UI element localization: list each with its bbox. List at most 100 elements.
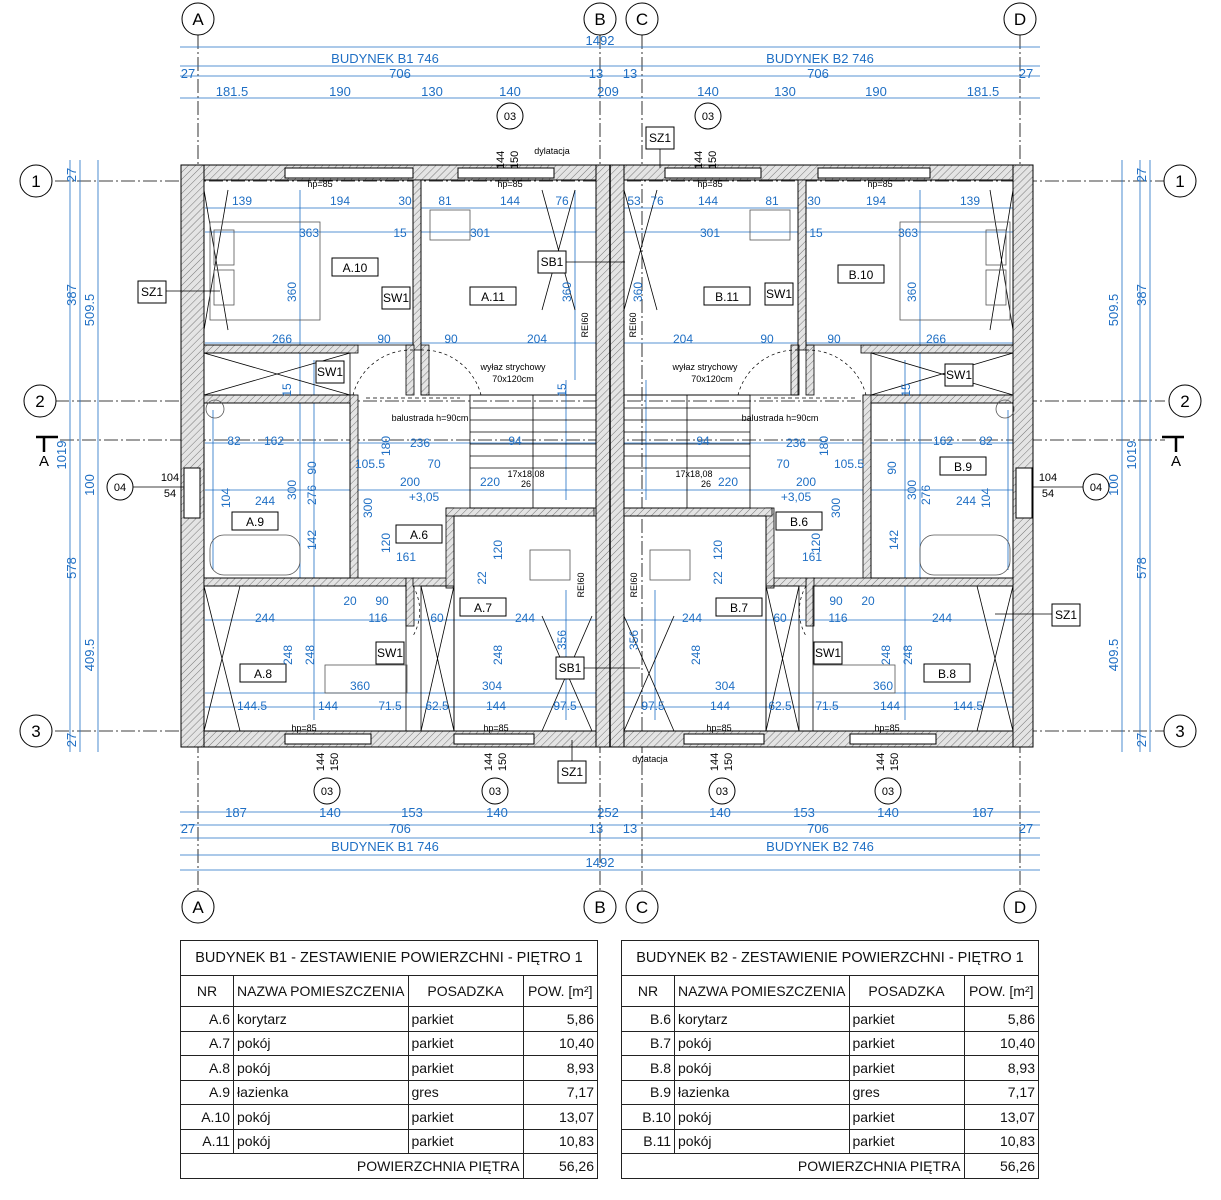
svg-text:248: 248 bbox=[689, 645, 703, 665]
svg-text:REI60: REI60 bbox=[628, 312, 638, 337]
cell-floor: parkiet bbox=[848, 1104, 965, 1130]
axis-label: B bbox=[594, 10, 605, 29]
svg-text:27: 27 bbox=[64, 168, 79, 182]
axis-bubble-d-bottom: D bbox=[1003, 890, 1037, 924]
svg-text:244: 244 bbox=[255, 611, 275, 625]
floor-plan: A B C D A B C D 1 2 3 1 2 3 A A bbox=[19, 2, 1202, 924]
svg-text:144: 144 bbox=[486, 699, 506, 713]
axis-label: 1 bbox=[1175, 172, 1184, 191]
section-marks: A A bbox=[36, 435, 1184, 470]
svg-text:A.11: A.11 bbox=[481, 290, 505, 304]
svg-text:356: 356 bbox=[627, 630, 641, 650]
svg-text:140: 140 bbox=[499, 84, 521, 99]
svg-text:53: 53 bbox=[627, 194, 641, 208]
svg-text:balustrada h=90cm: balustrada h=90cm bbox=[742, 413, 819, 423]
cell-floor: parkiet bbox=[407, 1030, 524, 1056]
svg-text:104: 104 bbox=[161, 472, 179, 484]
svg-text:27: 27 bbox=[64, 733, 79, 747]
svg-text:153: 153 bbox=[401, 805, 423, 820]
svg-text:hp=85: hp=85 bbox=[307, 179, 332, 189]
svg-text:15: 15 bbox=[809, 226, 823, 240]
svg-text:300: 300 bbox=[905, 480, 919, 500]
svg-text:360: 360 bbox=[350, 679, 370, 693]
svg-text:105.5: 105.5 bbox=[355, 457, 385, 471]
svg-text:15: 15 bbox=[393, 226, 407, 240]
svg-text:30: 30 bbox=[807, 194, 821, 208]
svg-text:139: 139 bbox=[232, 194, 252, 208]
svg-text:90: 90 bbox=[760, 332, 774, 346]
svg-text:144: 144 bbox=[500, 194, 520, 208]
svg-text:A.9: A.9 bbox=[246, 515, 264, 529]
cell-nr: B.7 bbox=[621, 1030, 675, 1056]
window-tag-03: 03 bbox=[694, 102, 722, 130]
cell-area: 7,17 bbox=[963, 1079, 1039, 1105]
svg-text:706: 706 bbox=[389, 821, 411, 836]
svg-text:BUDYNEK B1 746: BUDYNEK B1 746 bbox=[331, 51, 439, 66]
svg-text:162: 162 bbox=[264, 434, 284, 448]
svg-text:SW1: SW1 bbox=[383, 291, 409, 305]
svg-text:139: 139 bbox=[960, 194, 980, 208]
svg-text:A.6: A.6 bbox=[410, 528, 428, 542]
svg-text:209: 209 bbox=[597, 84, 619, 99]
svg-text:27: 27 bbox=[1019, 821, 1033, 836]
svg-text:248: 248 bbox=[901, 645, 915, 665]
svg-text:190: 190 bbox=[329, 84, 351, 99]
svg-text:244: 244 bbox=[515, 611, 535, 625]
cell-floor: gres bbox=[848, 1079, 965, 1105]
svg-text:27: 27 bbox=[1134, 733, 1149, 747]
svg-text:71.5: 71.5 bbox=[815, 699, 839, 713]
svg-text:181.5: 181.5 bbox=[967, 84, 1000, 99]
svg-text:wyłaz strychowy: wyłaz strychowy bbox=[671, 362, 738, 372]
svg-text:162: 162 bbox=[933, 434, 953, 448]
svg-text:236: 236 bbox=[410, 436, 430, 450]
dimension-texts: 1492 BUDYNEK B1 746 BUDYNEK B2 746 27 70… bbox=[181, 33, 1033, 870]
window-tag-03: 03 bbox=[874, 777, 902, 805]
svg-text:360: 360 bbox=[905, 282, 919, 302]
axis-bubble-b-bottom: B bbox=[583, 890, 617, 924]
svg-text:SZ1: SZ1 bbox=[561, 765, 583, 779]
interior-walls bbox=[203, 179, 1014, 627]
cell-area: 10,83 bbox=[963, 1128, 1039, 1154]
axis-bubble-c-bottom: C bbox=[625, 890, 659, 924]
svg-text:B.9: B.9 bbox=[954, 460, 972, 474]
svg-text:244: 244 bbox=[255, 494, 275, 508]
axis-bubble-c-top: C bbox=[625, 2, 659, 36]
svg-text:248: 248 bbox=[281, 645, 295, 665]
svg-text:266: 266 bbox=[926, 332, 946, 346]
col-header-nr: NR bbox=[180, 975, 234, 1007]
svg-text:94: 94 bbox=[696, 434, 710, 448]
table-total-row: POWIERZCHNIA PIĘTRA 56,26 bbox=[180, 1153, 598, 1179]
svg-text:248: 248 bbox=[303, 645, 317, 665]
svg-text:116: 116 bbox=[828, 611, 847, 625]
svg-text:140: 140 bbox=[697, 84, 719, 99]
svg-text:194: 194 bbox=[330, 194, 350, 208]
svg-text:70: 70 bbox=[776, 457, 790, 471]
furniture bbox=[205, 209, 1015, 694]
svg-text:REI60: REI60 bbox=[576, 572, 586, 597]
svg-text:200: 200 bbox=[796, 475, 816, 489]
svg-text:387: 387 bbox=[64, 284, 79, 306]
svg-text:76: 76 bbox=[555, 194, 569, 208]
svg-text:187: 187 bbox=[225, 805, 247, 820]
svg-text:B.6: B.6 bbox=[790, 515, 808, 529]
svg-text:62.5: 62.5 bbox=[425, 699, 449, 713]
cell-area: 10,83 bbox=[522, 1128, 598, 1154]
svg-text:90: 90 bbox=[827, 332, 841, 346]
col-header-name: NAZWA POMIESZCZENIA bbox=[233, 975, 409, 1007]
axis-bubble-a-bottom: A bbox=[181, 890, 215, 924]
svg-text:27: 27 bbox=[181, 821, 195, 836]
col-header-floor: POSADZKA bbox=[407, 975, 524, 1007]
svg-text:150: 150 bbox=[707, 151, 719, 169]
table-row: A.9 łazienka gres 7,17 bbox=[180, 1079, 598, 1105]
svg-text:304: 304 bbox=[715, 679, 735, 693]
svg-text:60: 60 bbox=[773, 611, 787, 625]
cell-name: łazienka bbox=[233, 1079, 409, 1105]
axis-label: A bbox=[192, 10, 204, 29]
cell-floor: parkiet bbox=[848, 1030, 965, 1056]
svg-text:82: 82 bbox=[227, 434, 241, 448]
cell-name: pokój bbox=[233, 1104, 409, 1130]
svg-text:140: 140 bbox=[319, 805, 341, 820]
svg-text:SZ1: SZ1 bbox=[1055, 608, 1077, 622]
svg-text:144: 144 bbox=[875, 753, 887, 771]
